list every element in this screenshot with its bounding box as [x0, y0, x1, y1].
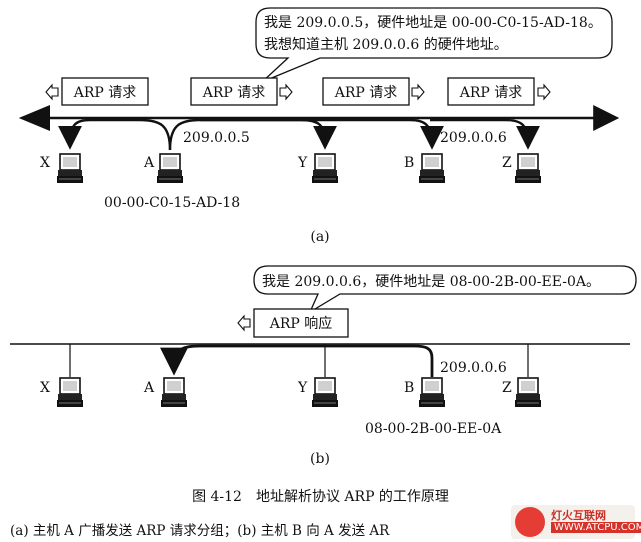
ip-label-b: 209.0.0.6: [440, 360, 507, 376]
right-hollow-arrow-icon: [279, 84, 293, 100]
host-z-computer-icon: [514, 377, 542, 408]
arp-request-label: ARP 请求: [459, 85, 523, 101]
arp-reply-box: ARP 响应: [237, 308, 349, 338]
host-label-b: B: [404, 380, 414, 396]
broadcast-curve-z: [430, 118, 540, 150]
host-label-a: A: [143, 380, 155, 396]
host-label-a: A: [143, 155, 155, 171]
ip-label-a: 209.0.0.5: [183, 130, 250, 146]
watermark-line1: 灯火互联网: [551, 509, 606, 522]
figure-caption: 图 4-12 地址解析协议 ARP 的工作原理: [192, 489, 449, 505]
host-b-computer-icon: [418, 377, 446, 408]
host-y-computer-icon: [311, 377, 339, 408]
figure-footnote: (a) 主机 A 广播发送 ARP 请求分组；(b) 主机 B 向 A 发送 A…: [10, 523, 390, 539]
host-label-y: Y: [297, 155, 308, 171]
reply-path: [160, 344, 434, 377]
watermark-line2: WWW.ATCPU.COM: [551, 522, 641, 533]
host-a-computer-icon: [156, 153, 184, 184]
arp-request-box-4: ARP 请求: [447, 77, 551, 106]
host-x-computer-icon: [56, 153, 84, 184]
bubble-a-line1: 我是 209.0.0.5，硬件地址是 00-00-C0-15-AD-18。: [264, 15, 602, 31]
right-hollow-arrow-icon: [411, 84, 425, 100]
host-x-computer-icon: [56, 377, 84, 408]
speech-bubble-a: 我是 209.0.0.5，硬件地址是 00-00-C0-15-AD-18。 我想…: [255, 7, 613, 83]
host-b-computer-icon: [418, 153, 446, 184]
arp-request-box-1: ARP 请求: [45, 77, 149, 106]
watermark-logo: 灯火互联网 WWW.ATCPU.COM: [511, 505, 641, 539]
arp-request-label: ARP 请求: [73, 85, 137, 101]
broadcast-curve-x: [58, 118, 172, 151]
left-hollow-arrow-icon: [237, 315, 251, 331]
arp-request-label: ARP 请求: [334, 85, 398, 101]
host-a-computer-icon: [160, 377, 188, 408]
left-hollow-arrow-icon: [45, 84, 59, 100]
host-z-computer-icon: [514, 153, 542, 184]
speech-bubble-b: 我是 209.0.0.6，硬件地址是 08-00-2B-00-EE-0A。: [253, 265, 637, 314]
right-hollow-arrow-icon: [537, 84, 551, 100]
host-label-x: X: [40, 380, 50, 396]
arp-request-box-2: ARP 请求: [190, 77, 293, 106]
panel-a-tag: (a): [310, 229, 329, 245]
panel-b: 我是 209.0.0.6，硬件地址是 08-00-2B-00-EE-0A。 AR…: [10, 265, 637, 467]
broadcast-curve-b: [200, 118, 444, 150]
mac-label-a: 00-00-C0-15-AD-18: [104, 195, 240, 211]
host-label-z: Z: [502, 155, 512, 171]
panel-b-tag: (b): [310, 451, 330, 467]
mac-label-b: 08-00-2B-00-EE-0A: [365, 421, 502, 437]
ip-label-b: 209.0.0.6: [440, 130, 507, 146]
bubble-a-line2: 我想知道主机 209.0.0.6 的硬件地址。: [264, 36, 508, 53]
host-label-x: X: [40, 155, 50, 171]
arp-reply-label: ARP 响应: [269, 315, 333, 332]
arp-request-label: ARP 请求: [202, 85, 266, 101]
arp-request-box-3: ARP 请求: [322, 77, 425, 106]
host-label-z: Z: [502, 380, 512, 396]
host-label-b: B: [404, 155, 414, 171]
panel-a: 我是 209.0.0.5，硬件地址是 00-00-C0-15-AD-18。 我想…: [18, 7, 620, 245]
flame-logo-icon: [515, 507, 545, 537]
bubble-b-text: 我是 209.0.0.6，硬件地址是 08-00-2B-00-EE-0A。: [262, 274, 600, 290]
host-y-computer-icon: [311, 153, 339, 184]
host-label-y: Y: [297, 380, 308, 396]
